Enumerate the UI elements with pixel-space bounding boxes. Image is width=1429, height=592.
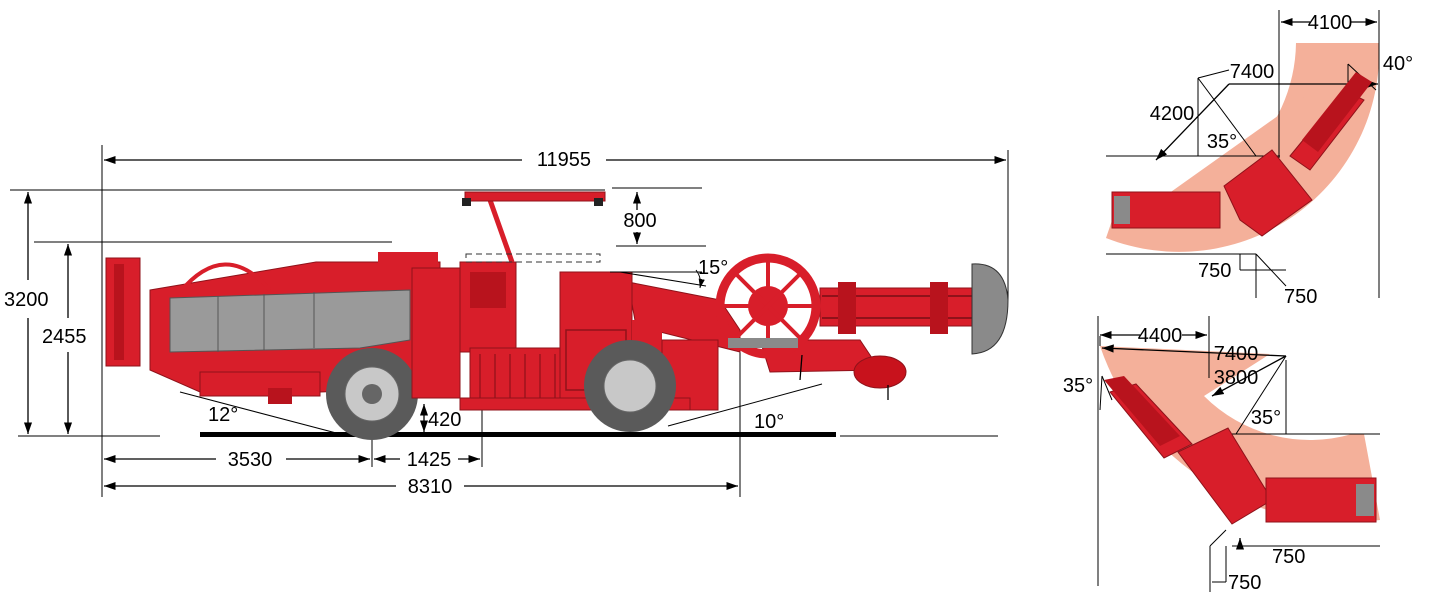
right-outer-radius-label: 7400: [1230, 61, 1275, 83]
left-articulation-angle-label: 35°: [1251, 407, 1281, 429]
left-clearance-a-label: 750: [1272, 546, 1305, 568]
axle-offset-label: 1425: [407, 449, 452, 471]
ground-line: [200, 432, 836, 437]
side-view: 11955 800 3200 2455 15° 12° 10° 420 3530…: [4, 145, 1009, 498]
canopy-raise-label: 800: [623, 210, 656, 232]
left-boom-swing-angle-label: 35°: [1063, 375, 1093, 397]
left-swing-width-label: 4400: [1138, 325, 1183, 347]
left-clearance-b-label: 750: [1228, 572, 1261, 592]
right-swing-width-label: 4100: [1308, 12, 1353, 34]
right-inner-radius-label: 4200: [1150, 103, 1195, 125]
turn-radius-right-view: 7400 4200 4100 35° 40° 750 750: [1106, 10, 1413, 308]
rear-to-boom-mount-label: 8310: [408, 476, 453, 498]
turn-radius-left-view: 7400 3800 4400 35° 35° 750 750: [1063, 316, 1380, 592]
drill-rig-side: [105, 191, 1009, 440]
right-articulation-angle-label: 35°: [1207, 131, 1237, 153]
left-outer-radius-label: 7400: [1214, 343, 1259, 365]
right-boom-swing-angle-label: 40°: [1383, 53, 1413, 75]
height-canopy-label: 3200: [4, 289, 49, 311]
overall-length-label: 11955: [537, 149, 591, 171]
left-inner-radius-label: 3800: [1214, 367, 1259, 389]
boom-angle-label: 15°: [698, 257, 728, 279]
ground-clearance-label: 420: [428, 409, 461, 431]
height-body-label: 2455: [42, 326, 87, 348]
right-clearance-b-label: 750: [1284, 286, 1317, 308]
departure-angle-label: 10°: [754, 411, 784, 433]
right-clearance-a-label: 750: [1198, 260, 1231, 282]
drill-rig-plan-right: [1111, 72, 1372, 237]
drill-rig-plan-left: [1104, 376, 1377, 525]
rear-to-axle-label: 3530: [228, 449, 273, 471]
approach-angle-label: 12°: [208, 404, 238, 426]
